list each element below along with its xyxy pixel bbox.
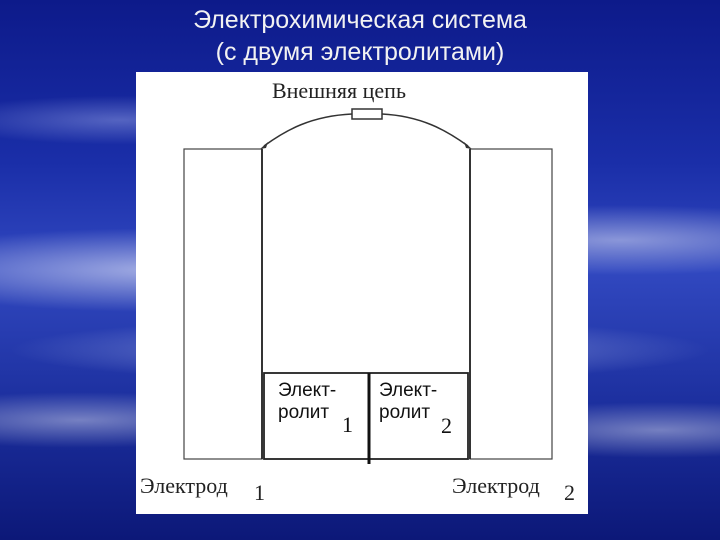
electrochemical-diagram: Внешняя цепь Элект- ролит 1 Элект- ролит… <box>140 78 575 505</box>
title-line-2: (с двумя электролитами) <box>215 38 505 66</box>
electrode-1-label: Электрод <box>140 473 228 498</box>
electrode-2-subscript: 2 <box>564 480 575 505</box>
wire-left <box>263 113 353 147</box>
electrode-1-subscript: 1 <box>254 480 265 505</box>
electrolyte-2-line-1: Элект- <box>379 380 437 401</box>
wire-right <box>381 113 469 147</box>
electrode-2 <box>469 148 553 460</box>
title-line-1: Электрохимическая система <box>193 6 527 34</box>
electrode-1 <box>183 148 263 460</box>
electrolyte-1-line-2: ролит <box>278 402 329 423</box>
arrow-head-right <box>464 142 472 149</box>
arrow-head-left <box>260 142 268 149</box>
electrolyte-region <box>263 372 469 460</box>
external-circuit-label: Внешняя цепь <box>272 78 406 103</box>
electrolyte-2-subscript: 2 <box>441 413 452 438</box>
electrolyte-1-line-1: Элект- <box>278 380 336 401</box>
electrolyte-1-subscript: 1 <box>342 412 353 437</box>
diagram-panel: Внешняя цепь Элект- ролит 1 Элект- ролит… <box>136 72 588 514</box>
electrolyte-2-line-2: ролит <box>379 402 430 423</box>
slide-title: Электрохимическая система (с двумя элект… <box>0 4 720 68</box>
electrode-2-label: Электрод <box>452 473 540 498</box>
resistor <box>351 108 383 120</box>
